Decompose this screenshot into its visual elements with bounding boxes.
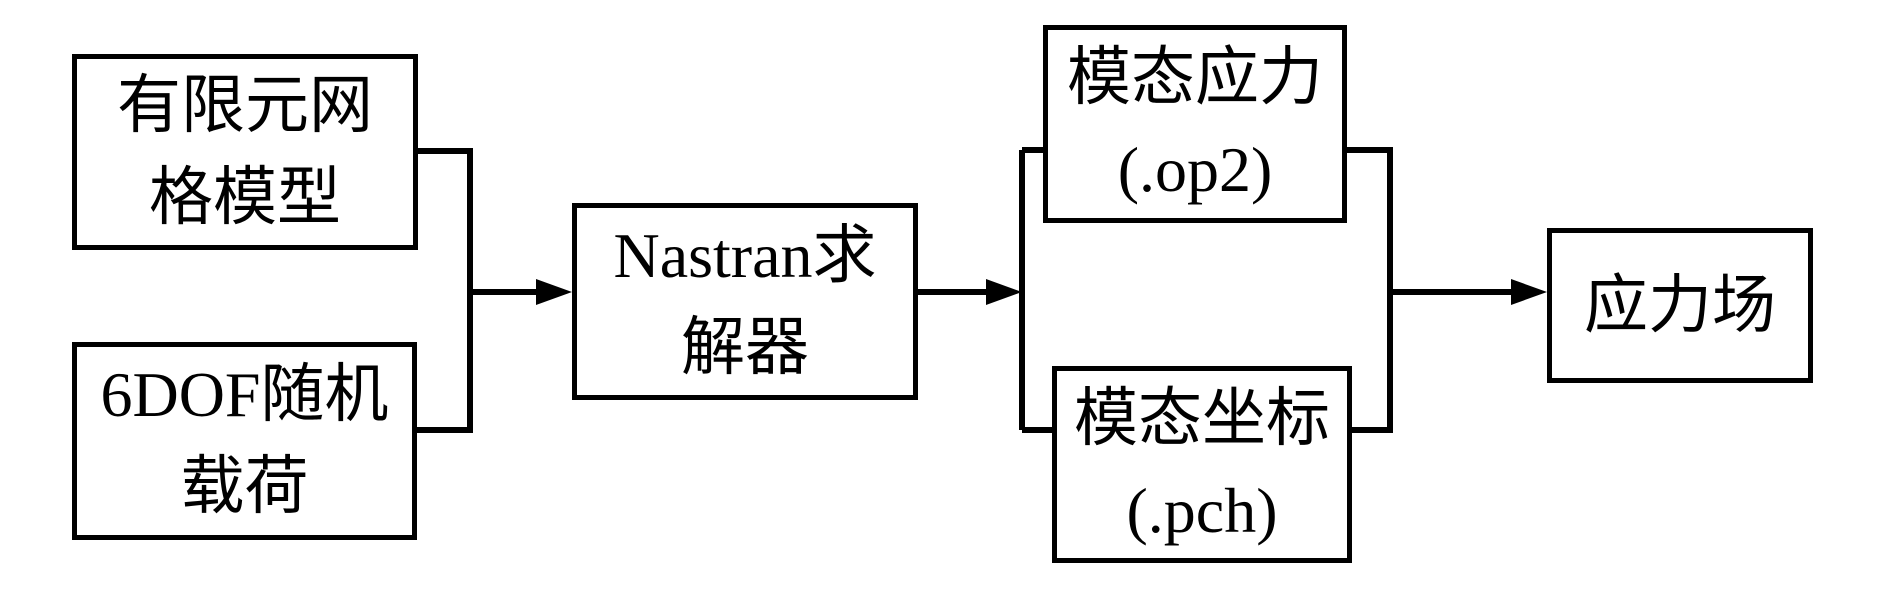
node-label-line: 模态坐标 <box>1074 382 1330 454</box>
node-modal-stress-op2: 模态应力 (.op2) <box>1043 25 1347 223</box>
node-label-line: (.pch) <box>1126 474 1278 546</box>
node-label-line: 6DOF随机 <box>100 359 389 430</box>
node-label-line: Nastran求 <box>613 219 877 291</box>
node-label-line: 格模型 <box>149 162 341 233</box>
node-label-line: 模态应力 <box>1067 42 1323 113</box>
node-6dof-random-load: 6DOF随机 载荷 <box>72 342 417 540</box>
node-label-line: 解器 <box>681 311 809 383</box>
node-nastran-solver: Nastran求 解器 <box>572 203 918 400</box>
node-label-line: 应力场 <box>1584 269 1776 341</box>
node-label-line: 载荷 <box>180 451 309 522</box>
node-label-line: 有限元网 <box>117 70 373 141</box>
node-stress-field: 应力场 <box>1547 228 1813 383</box>
arrow-nastran-to-split-head <box>986 279 1022 305</box>
arrow-junction-to-nastran-head <box>536 279 572 305</box>
node-modal-coordinates-pch: 模态坐标 (.pch) <box>1052 366 1352 563</box>
arrow-merge-to-stress-field-head <box>1511 279 1547 305</box>
node-fem-mesh-model: 有限元网 格模型 <box>72 54 418 250</box>
node-label-line: (.op2) <box>1117 134 1273 205</box>
